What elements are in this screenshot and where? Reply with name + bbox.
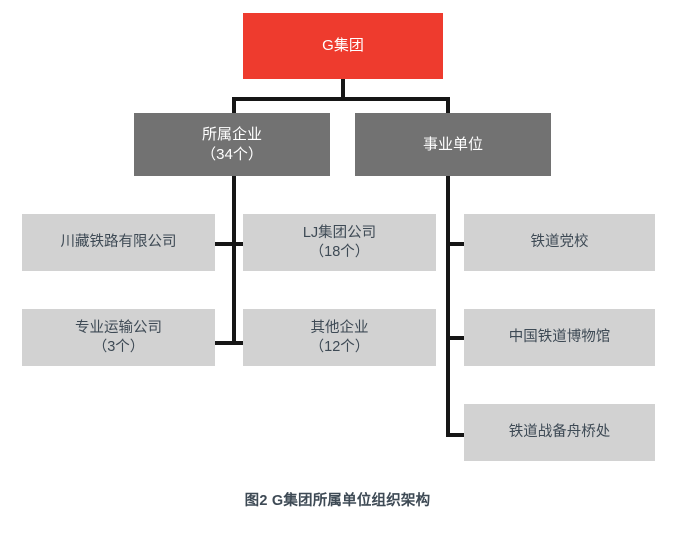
connector-root-bus	[232, 97, 450, 101]
node-leaf-tiedao-bowuguan: 中国铁道博物馆	[464, 309, 655, 366]
node-branch-shiye-danwei: 事业单位	[355, 113, 551, 176]
node-branch-suoshu-qiye-label: 所属企业	[201, 126, 262, 144]
connector-root-to-branch-1	[232, 97, 236, 119]
node-root-g-group: G集团	[243, 13, 443, 79]
node-leaf-lj-jituan-label: LJ集团公司	[302, 224, 377, 241]
node-leaf-lj-jituan-count: （18个）	[309, 243, 370, 260]
node-leaf-zhuanye-yunshu: 专业运输公司 （3个）	[22, 309, 215, 366]
connector-branch2-to-tiedao-bowuguan	[446, 336, 468, 340]
node-leaf-qita-qiye-label: 其他企业	[310, 319, 369, 336]
node-leaf-zhanbei-zhouqiaochu-label: 铁道战备舟桥处	[508, 424, 611, 441]
node-leaf-zhuanye-yunshu-label: 专业运输公司	[75, 319, 162, 336]
node-root-label: G集团	[322, 37, 364, 55]
connector-root-stem	[341, 79, 345, 99]
node-leaf-qita-qiye: 其他企业 （12个）	[243, 309, 436, 366]
node-leaf-lj-jituan: LJ集团公司 （18个）	[243, 214, 436, 271]
connector-branch2-to-zhanbei-zhouqiaochu	[446, 433, 468, 437]
node-branch-suoshu-qiye-count: （34个）	[201, 145, 263, 163]
node-leaf-tiedao-bowuguan-label: 中国铁道博物馆	[508, 329, 611, 346]
connector-root-to-branch-2	[446, 97, 450, 119]
connector-branch1-trunk	[232, 176, 236, 345]
node-branch-suoshu-qiye: 所属企业 （34个）	[134, 113, 330, 176]
node-leaf-qita-qiye-count: （12个）	[309, 338, 370, 355]
connector-branch1-to-chuanzang	[215, 242, 236, 246]
node-leaf-zhuanye-yunshu-count: （3个）	[92, 338, 145, 355]
node-leaf-chuanzang-label: 川藏铁路有限公司	[60, 234, 177, 251]
node-branch-shiye-danwei-label: 事业单位	[422, 135, 483, 153]
node-leaf-tiedao-dangxiao-label: 铁道党校	[530, 234, 589, 251]
connector-branch2-trunk	[446, 176, 450, 437]
connector-branch1-to-zhuanye-yunshu	[215, 341, 236, 345]
node-leaf-chuanzang: 川藏铁路有限公司	[22, 214, 215, 271]
node-leaf-tiedao-dangxiao: 铁道党校	[464, 214, 655, 271]
connector-branch2-to-tiedao-dangxiao	[446, 242, 468, 246]
node-leaf-zhanbei-zhouqiaochu: 铁道战备舟桥处	[464, 404, 655, 461]
figure-caption: 图2 G集团所属单位组织架构	[244, 493, 431, 509]
